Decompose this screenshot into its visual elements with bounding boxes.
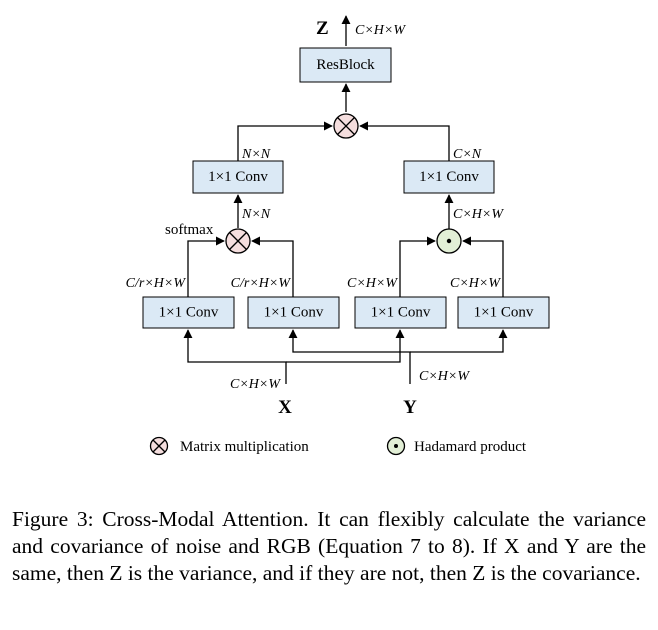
- left-path-to-top-mult: [237, 121, 333, 161]
- input-y-dim-label: C×H×W: [419, 369, 470, 384]
- branch1-dim-label: C/r×H×W: [126, 276, 187, 291]
- circled-times-icon: [149, 436, 169, 456]
- svg-text:1×1 Conv: 1×1 Conv: [371, 305, 431, 321]
- svg-text:1×1 Conv: 1×1 Conv: [474, 305, 534, 321]
- branch2-conv-box: 1×1 Conv: [247, 296, 340, 329]
- attention-diagram: Z C×H×W ResBlock N×N C×N 1×1 Conv 1×1 Co…: [126, 15, 550, 456]
- branch4-dim-label: C×H×W: [450, 276, 501, 291]
- x-to-branch3-path: [286, 329, 405, 363]
- left-top-dim-label: N×N: [241, 147, 271, 162]
- svg-text:1×1 Conv: 1×1 Conv: [264, 305, 324, 321]
- left-mid-conv-box: 1×1 Conv: [192, 160, 284, 194]
- right-hadamard-operator: [436, 228, 462, 254]
- right-mid-conv-box: 1×1 Conv: [403, 160, 495, 194]
- branch2-dim-label: C/r×H×W: [231, 276, 292, 291]
- svg-text:1×1 Conv: 1×1 Conv: [159, 305, 219, 321]
- input-x-label: X: [278, 397, 292, 418]
- resblock-box: ResBlock: [299, 47, 392, 83]
- softmax-label: softmax: [165, 222, 214, 238]
- figure-caption: Figure 3: Cross-Modal Attention. It can …: [12, 507, 646, 585]
- legend-hadamard-label: Hadamard product: [414, 439, 527, 455]
- input-y-label: Y: [403, 397, 417, 418]
- legend-matmul-label: Matrix multiplication: [180, 439, 309, 455]
- y-to-branch2-path: [288, 329, 411, 384]
- y-to-branch4-path: [410, 329, 508, 353]
- right-top-dim-label: C×N: [453, 147, 482, 162]
- left-mid-dim-label: N×N: [241, 207, 271, 222]
- branch2-to-left-mult: [251, 236, 294, 297]
- branch1-to-left-mult: [187, 236, 225, 297]
- branch1-conv-box: 1×1 Conv: [142, 296, 235, 329]
- svg-text:1×1 Conv: 1×1 Conv: [208, 169, 268, 185]
- branch3-conv-box: 1×1 Conv: [354, 296, 447, 329]
- branch4-conv-box: 1×1 Conv: [457, 296, 550, 329]
- svg-text:ResBlock: ResBlock: [316, 57, 375, 73]
- right-mid-dim-label: C×H×W: [453, 207, 504, 222]
- output-dim-label: C×H×W: [355, 23, 406, 38]
- branch4-to-hadamard: [462, 236, 504, 297]
- left-matmul-operator: [225, 228, 251, 254]
- output-z-label: Z: [316, 18, 329, 39]
- svg-text:1×1 Conv: 1×1 Conv: [419, 169, 479, 185]
- x-to-branch1-path: [183, 329, 287, 384]
- branch3-dim-label: C×H×W: [347, 276, 398, 291]
- branch3-to-hadamard: [399, 236, 436, 297]
- right-path-to-top-mult: [359, 121, 450, 161]
- circled-dot-icon: [386, 436, 406, 456]
- top-matmul-operator: [333, 113, 359, 139]
- input-x-dim-label: C×H×W: [230, 377, 281, 392]
